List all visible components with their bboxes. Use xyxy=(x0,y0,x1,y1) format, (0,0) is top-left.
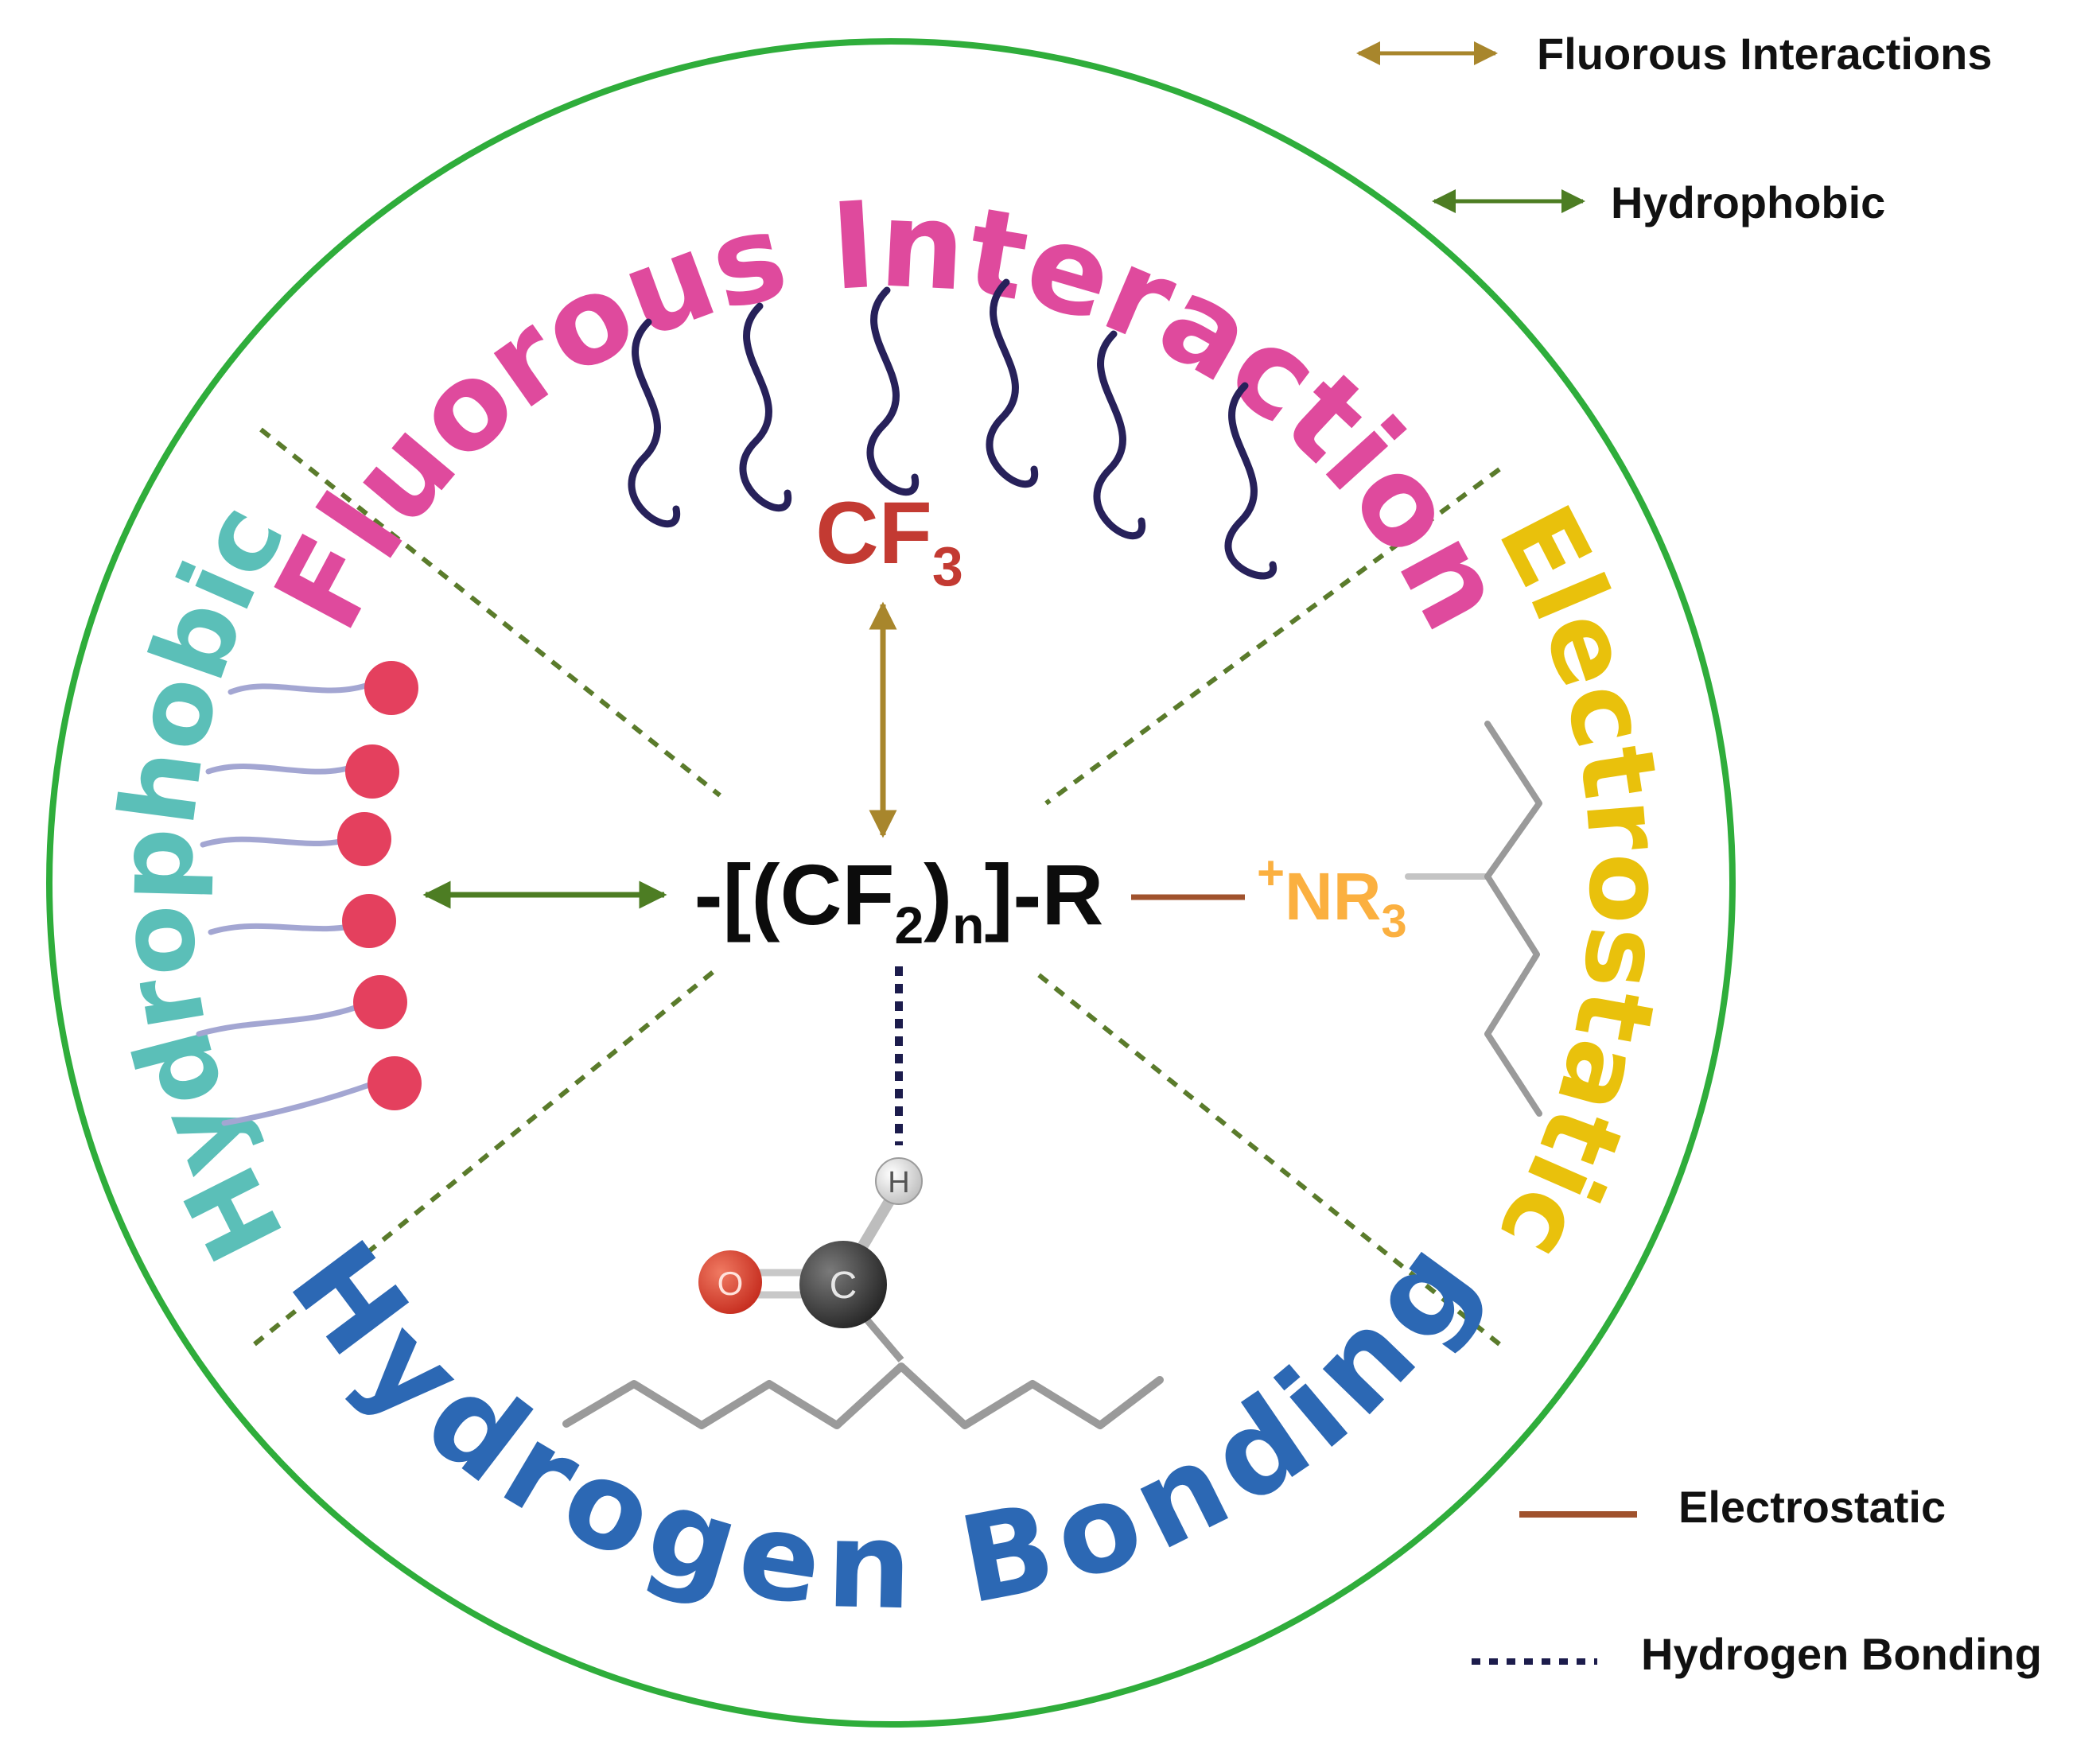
formula-tail: ]-R xyxy=(984,846,1103,943)
formula-subscript-2: 2 xyxy=(894,896,924,954)
nr3-subscript: 3 xyxy=(1381,896,1406,947)
legend-electrostatic: Electrostatic xyxy=(1519,1482,1946,1532)
legend-fluorous-label: Fluorous Interactions xyxy=(1537,29,1993,79)
divider-lower-left xyxy=(253,964,721,1347)
ammonium-alkyl-chain xyxy=(1405,721,1542,1117)
cf3-subscript: 3 xyxy=(932,535,963,597)
nr3-charge: + xyxy=(1257,846,1285,900)
divider-lower-right xyxy=(1036,972,1501,1347)
head-5 xyxy=(353,975,407,1029)
divider-upper-left xyxy=(259,427,721,798)
aldehyde-molecule: H C O xyxy=(698,1157,923,1362)
legend: Fluorous Interactions Hydrophobic Electr… xyxy=(1356,29,2042,1679)
carbon-atom-label: C xyxy=(830,1265,858,1307)
head-2 xyxy=(345,744,399,799)
head-4 xyxy=(342,894,396,948)
outer-circle xyxy=(46,38,1736,1728)
tail-6 xyxy=(221,1080,377,1126)
fluorous-chain-1 xyxy=(628,318,681,528)
title-electrostatic-text: Electrostatic xyxy=(1475,487,1687,1279)
formula-close-paren: ) xyxy=(924,846,952,943)
cf3-main: CF xyxy=(815,484,932,582)
aldehyde-alkyl-chain xyxy=(562,1362,1164,1429)
cf3-label: CF3 xyxy=(815,484,963,597)
fluorous-chain-6 xyxy=(1224,382,1278,580)
chain-lower xyxy=(1484,873,1542,1117)
oxygen-atom-label: O xyxy=(718,1265,744,1302)
tail-2 xyxy=(205,762,361,775)
title-hydrophobic-text: Hydrophobic xyxy=(94,485,307,1280)
legend-fluorous-interactions: Fluorous Interactions xyxy=(1356,29,1993,79)
formula-subscript-n: n xyxy=(952,896,984,954)
oxygen-atom xyxy=(698,1250,762,1314)
sector-dividers xyxy=(253,427,1501,1347)
legend-hydrophobic: Hydrophobic xyxy=(1432,177,1885,227)
fluorous-chain-3 xyxy=(866,286,920,496)
tail-1 xyxy=(228,682,369,695)
carbon-atom xyxy=(799,1241,887,1328)
head-6 xyxy=(368,1056,422,1110)
fluorous-chain-5 xyxy=(1093,330,1146,540)
head-3 xyxy=(337,812,391,866)
legend-hydrogen-label: Hydrogen Bonding xyxy=(1641,1629,2042,1679)
nr3-label: +NR3 xyxy=(1257,846,1407,947)
title-hydrophobic: Hydrophobic xyxy=(94,485,307,1280)
tail-5 xyxy=(196,1001,369,1037)
formula-lead: -[(CF xyxy=(694,846,895,943)
tail-3 xyxy=(200,834,361,848)
legend-hydrophobic-label: Hydrophobic xyxy=(1611,177,1885,227)
hydrogen-atom xyxy=(875,1157,923,1205)
fluorous-chains xyxy=(628,278,1278,580)
center-formula: -[(CF2)n]-R xyxy=(694,846,1104,954)
fluorous-chain-2 xyxy=(739,302,792,512)
chain-upper xyxy=(1484,721,1542,880)
hydrophobic-heads xyxy=(337,661,422,1110)
head-1 xyxy=(364,661,418,715)
legend-electrostatic-label: Electrostatic xyxy=(1678,1482,1946,1532)
nr3-main: NR xyxy=(1285,859,1381,934)
legend-hydrogen-bonding: Hydrogen Bonding xyxy=(1472,1629,2042,1679)
title-electrostatic: Electrostatic xyxy=(1475,487,1687,1279)
hydrogen-atom-label: H xyxy=(888,1166,909,1199)
fluorous-chain-4 xyxy=(986,278,1039,488)
hydrophobic-tails xyxy=(196,682,377,1126)
